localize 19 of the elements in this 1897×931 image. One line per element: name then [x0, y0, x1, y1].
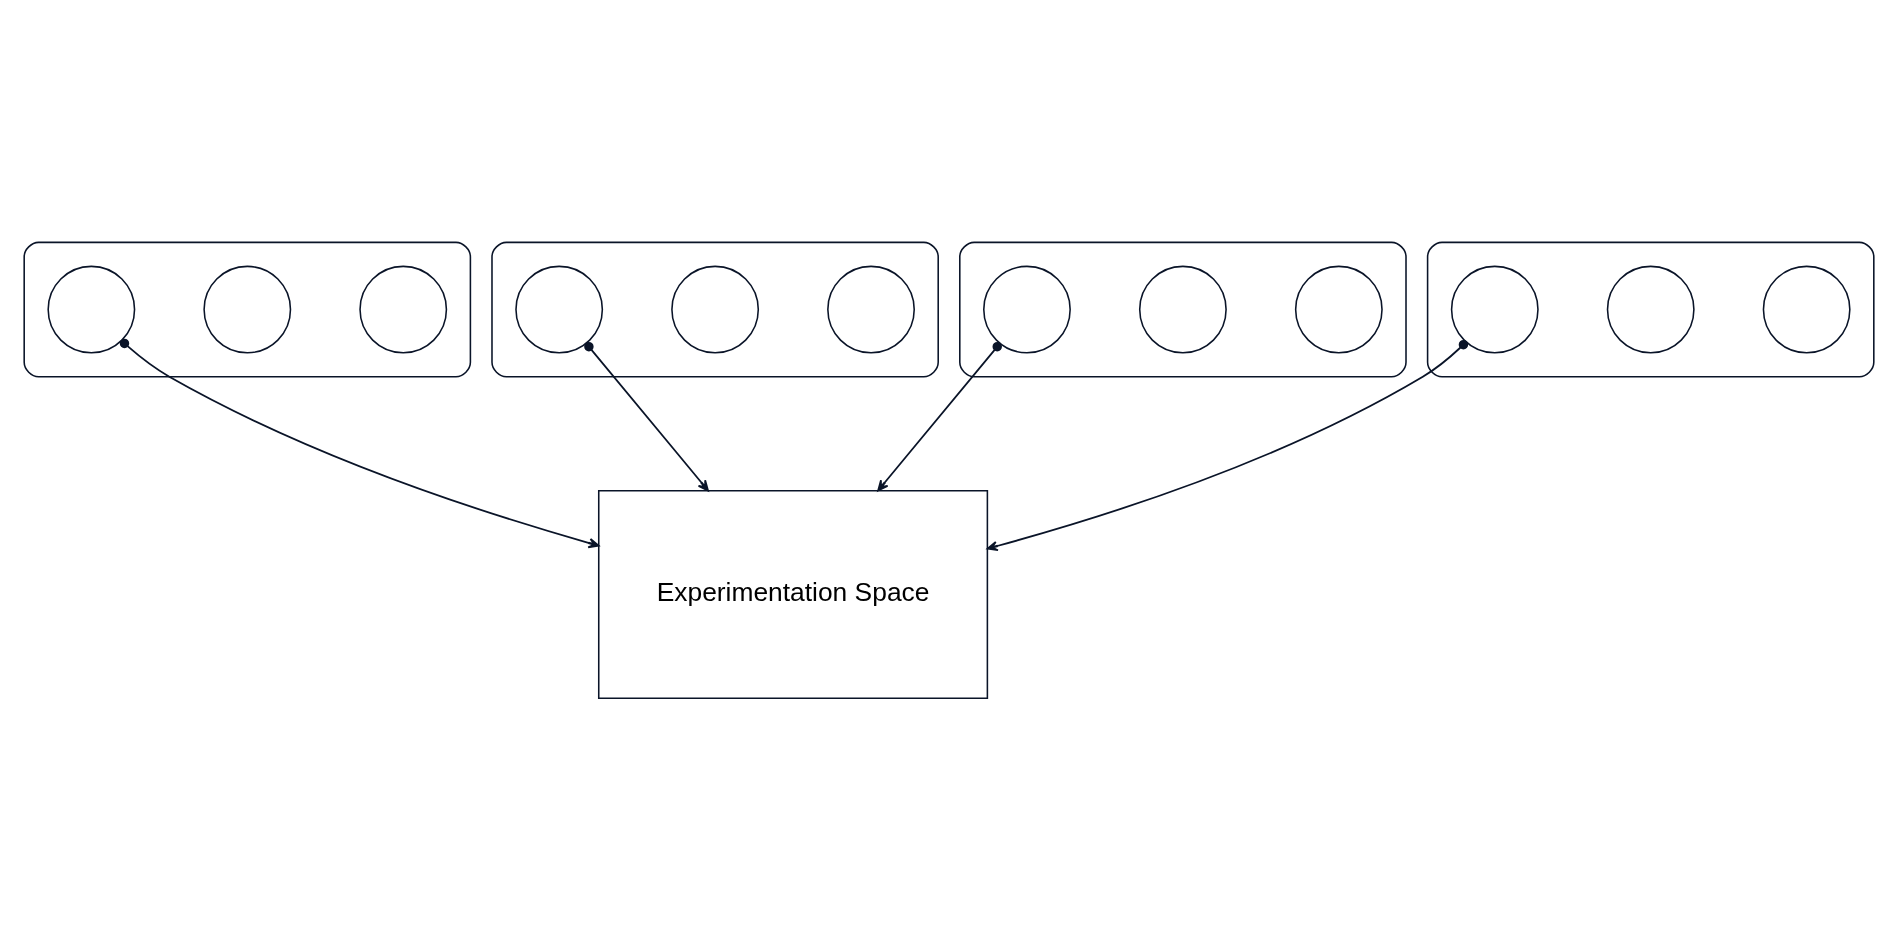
- node-circle: [1294, 265, 1383, 354]
- node-circle: [1138, 265, 1227, 354]
- node-circle: [358, 265, 447, 354]
- arrow: [986, 339, 1468, 552]
- cluster: [1426, 241, 1875, 378]
- cluster: [22, 241, 471, 378]
- node-circle: [826, 265, 915, 354]
- node-circle: [670, 265, 759, 354]
- node-circle: [1450, 265, 1539, 354]
- node-circle: [1762, 265, 1851, 354]
- node-box: Experimentation Space: [597, 489, 988, 699]
- arrow: [583, 341, 709, 492]
- node-circle: [1606, 265, 1695, 354]
- cluster: [958, 241, 1407, 378]
- node-circle: [202, 265, 291, 354]
- cluster: [490, 241, 939, 378]
- node-circle: [46, 265, 135, 354]
- arrow: [119, 338, 599, 549]
- arrow: [876, 341, 1002, 492]
